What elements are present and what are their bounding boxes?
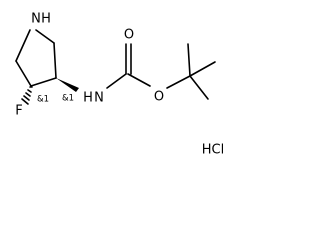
chemical-structure-diagram: N H F H N O O &1 &1 HCl: [15, 12, 224, 158]
stereo-label-c4: &1: [37, 95, 49, 105]
salt-label: HCl: [202, 143, 224, 158]
bond-c5-n1: [15, 29, 31, 62]
hashed-wedge-bond-c4-f: [21, 86, 33, 105]
atom-label-fluorine: F: [15, 104, 22, 119]
atom-label-ester-oxygen: O: [154, 90, 164, 105]
bond-c4-c5: [15, 60, 32, 87]
bond-c3-c4: [30, 77, 57, 87]
wedge-bond-c3-n: [56, 78, 79, 92]
bond-n1-c2: [35, 29, 55, 44]
bond-n-c-carbonyl: [106, 73, 127, 89]
bond-o-quaternary-c: [166, 75, 191, 89]
bond-methyl-right: [189, 61, 216, 77]
atom-label-ring-nitrogen: N: [31, 12, 41, 27]
bond-c2-c3: [53, 42, 57, 79]
bond-c-o-ester: [127, 73, 151, 87]
bond-methyl-top: [187, 43, 191, 77]
atom-label-amide-nitrogen: N: [94, 91, 104, 106]
atom-label-amide-hydrogen: H: [83, 91, 93, 106]
atom-label-carbonyl-oxygen: O: [124, 28, 134, 43]
atom-label-ring-hydrogen: H: [41, 12, 51, 27]
bond-methyl-bottom: [189, 75, 209, 100]
stereo-label-c3: &1: [62, 94, 74, 104]
